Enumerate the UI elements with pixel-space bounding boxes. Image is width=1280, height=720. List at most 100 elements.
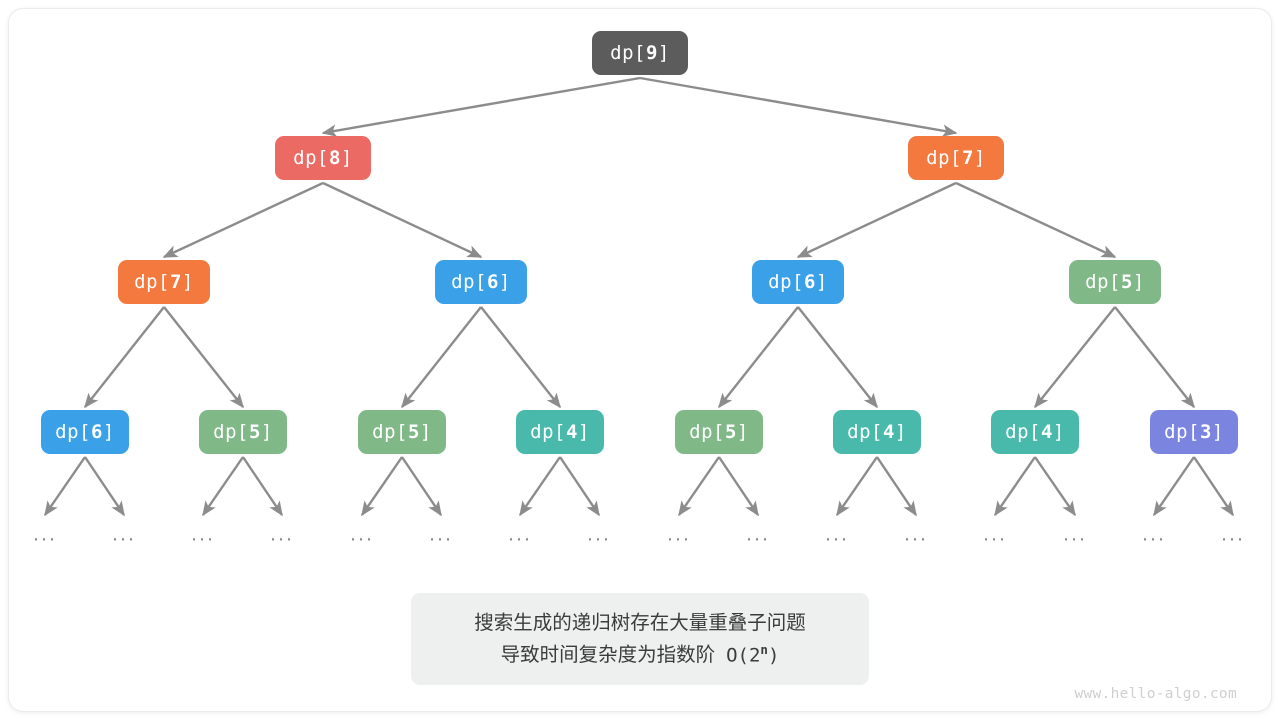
caption-line-2: 导致时间复杂度为指数阶 O(2n) [501, 639, 780, 671]
node-label-suffix: ] [498, 271, 511, 293]
tree-node-dp-4[interactable]: dp[4] [833, 410, 921, 454]
node-label-prefix: dp[ [293, 147, 329, 169]
node-label-prefix: dp[ [847, 421, 883, 443]
node-label-prefix: dp[ [134, 271, 170, 293]
node-index-value: 5 [407, 421, 420, 443]
tree-edge [361, 456, 403, 517]
node-index-value: 3 [1199, 421, 1212, 443]
ellipsis-marker: ... [982, 523, 1008, 546]
node-index-value: 5 [724, 421, 737, 443]
ellipsis-marker: ... [903, 523, 929, 546]
tree-node-dp-6[interactable]: dp[6] [41, 410, 129, 454]
tree-edge [836, 456, 878, 517]
tree-node-dp-4[interactable]: dp[4] [516, 410, 604, 454]
node-label-prefix: dp[ [1005, 421, 1041, 443]
ellipsis-marker: ... [32, 523, 58, 546]
tree-edge [718, 306, 799, 409]
node-label-prefix: dp[ [689, 421, 725, 443]
tree-edge [1193, 456, 1234, 517]
node-label-suffix: ] [973, 147, 986, 169]
node-index-value: 4 [1040, 421, 1053, 443]
complexity-suffix: ) [767, 643, 780, 666]
node-index-value: 8 [328, 147, 341, 169]
tree-edge [955, 181, 1117, 259]
node-label-suffix: ] [657, 42, 670, 64]
tree-edge [639, 76, 958, 137]
node-label-prefix: dp[ [451, 271, 487, 293]
tree-edge [876, 456, 917, 517]
tree-node-dp-7[interactable]: dp[7] [118, 260, 210, 304]
tree-node-dp-5[interactable]: dp[5] [675, 410, 763, 454]
complexity-notation: O(2n) [726, 640, 779, 671]
tree-edge [559, 456, 600, 517]
node-index-value: 5 [248, 421, 261, 443]
node-label-prefix: dp[ [55, 421, 91, 443]
node-label-prefix: dp[ [530, 421, 566, 443]
node-index-value: 6 [486, 271, 499, 293]
tree-edge [678, 456, 720, 517]
tree-edge [162, 181, 324, 259]
node-label-prefix: dp[ [1164, 421, 1200, 443]
tree-node-dp-3[interactable]: dp[3] [1150, 410, 1238, 454]
tree-edge [480, 306, 561, 409]
node-index-value: 7 [961, 147, 974, 169]
tree-node-dp-5[interactable]: dp[5] [199, 410, 287, 454]
caption-line-1: 搜索生成的递归树存在大量重叠子问题 [474, 611, 806, 635]
tree-node-dp-9[interactable]: dp[9] [592, 31, 688, 75]
ellipsis-marker: ... [1062, 523, 1088, 546]
node-label-suffix: ] [102, 421, 115, 443]
ellipsis-marker: ... [1141, 523, 1167, 546]
complexity-exponent: n [760, 641, 768, 657]
node-label-suffix: ] [340, 147, 353, 169]
node-index-value: 5 [1120, 271, 1133, 293]
node-label-suffix: ] [1052, 421, 1065, 443]
ellipsis-marker: ... [586, 523, 612, 546]
node-label-prefix: dp[ [213, 421, 249, 443]
tree-node-dp-4[interactable]: dp[4] [991, 410, 1079, 454]
tree-edge [401, 456, 442, 517]
tree-edge [994, 456, 1036, 517]
tree-edge [322, 181, 483, 259]
caption-line-2-text: 导致时间复杂度为指数阶 [500, 642, 716, 666]
node-index-value: 7 [169, 271, 182, 293]
tree-node-dp-6[interactable]: dp[6] [752, 260, 844, 304]
ellipsis-marker: ... [666, 523, 692, 546]
ellipsis-marker: ... [111, 523, 137, 546]
tree-edge [84, 306, 165, 409]
node-label-suffix: ] [815, 271, 828, 293]
node-index-value: 4 [565, 421, 578, 443]
node-label-suffix: ] [1211, 421, 1224, 443]
tree-node-dp-6[interactable]: dp[6] [435, 260, 527, 304]
node-label-suffix: ] [577, 421, 590, 443]
tree-edge [1153, 456, 1195, 517]
node-label-prefix: dp[ [610, 42, 646, 64]
watermark: www.hello-algo.com [1074, 686, 1237, 702]
tree-edge [797, 306, 878, 409]
ellipsis-marker: ... [745, 523, 771, 546]
tree-node-dp-5[interactable]: dp[5] [358, 410, 446, 454]
tree-edge [519, 456, 561, 517]
tree-edge [796, 181, 957, 259]
caption-box: 搜索生成的递归树存在大量重叠子问题 导致时间复杂度为指数阶 O(2n) [411, 593, 869, 685]
tree-node-dp-5[interactable]: dp[5] [1069, 260, 1161, 304]
tree-node-dp-8[interactable]: dp[8] [275, 136, 371, 180]
node-index-value: 4 [882, 421, 895, 443]
tree-edge [1114, 306, 1195, 409]
tree-edge [44, 456, 86, 517]
node-label-prefix: dp[ [372, 421, 408, 443]
node-label-suffix: ] [1132, 271, 1145, 293]
tree-node-dp-7[interactable]: dp[7] [908, 136, 1004, 180]
node-label-suffix: ] [419, 421, 432, 443]
ellipsis-marker: ... [507, 523, 533, 546]
node-label-prefix: dp[ [1085, 271, 1121, 293]
node-index-value: 6 [90, 421, 103, 443]
ellipsis-marker: ... [428, 523, 454, 546]
node-index-value: 6 [803, 271, 816, 293]
node-label-suffix: ] [894, 421, 907, 443]
ellipsis-marker: ... [1220, 523, 1246, 546]
tree-edge [1034, 456, 1076, 517]
complexity-prefix: O(2 [726, 643, 761, 666]
node-label-prefix: dp[ [768, 271, 804, 293]
